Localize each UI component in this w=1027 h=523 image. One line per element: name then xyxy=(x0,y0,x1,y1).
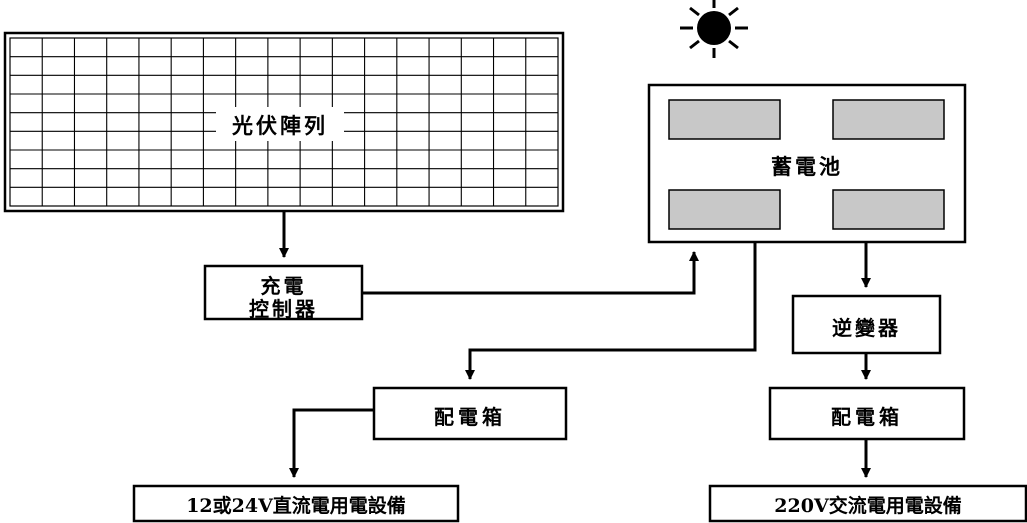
charge-controller-label-line1: 充電 xyxy=(260,274,307,298)
battery-label: 蓄電池 xyxy=(771,154,843,179)
dc-load-box xyxy=(132,484,460,523)
charge-controller-box xyxy=(203,264,364,321)
pv-array-label: 光伏陣列 xyxy=(232,113,328,138)
battery-cell xyxy=(832,189,945,230)
inverter-label: 逆變器 xyxy=(832,316,901,340)
controller-to-battery-arrow xyxy=(362,251,699,295)
inverter-box xyxy=(791,294,942,355)
battery-to-dc-box-arrow xyxy=(465,242,757,380)
sun-icon xyxy=(680,0,748,58)
charge-controller-label-line2: 控制器 xyxy=(249,297,318,321)
dc-load-label: 12或24V直流電用電設備 xyxy=(186,495,406,517)
ac-load-box xyxy=(708,484,1027,523)
ac-load-label: 220V交流電用電設備 xyxy=(774,495,962,517)
battery-box xyxy=(647,83,967,244)
dc-distribution-label: 配電箱 xyxy=(434,405,506,429)
pv-label-background xyxy=(216,107,344,141)
battery-cell xyxy=(668,99,781,140)
battery-cell xyxy=(832,99,945,140)
battery-cell xyxy=(668,189,781,230)
dc-distribution-box xyxy=(372,386,568,441)
ac-distribution-label: 配電箱 xyxy=(831,405,903,429)
pv-array-panel xyxy=(3,31,565,213)
dc-box-to-dc-load-arrow xyxy=(289,408,374,478)
